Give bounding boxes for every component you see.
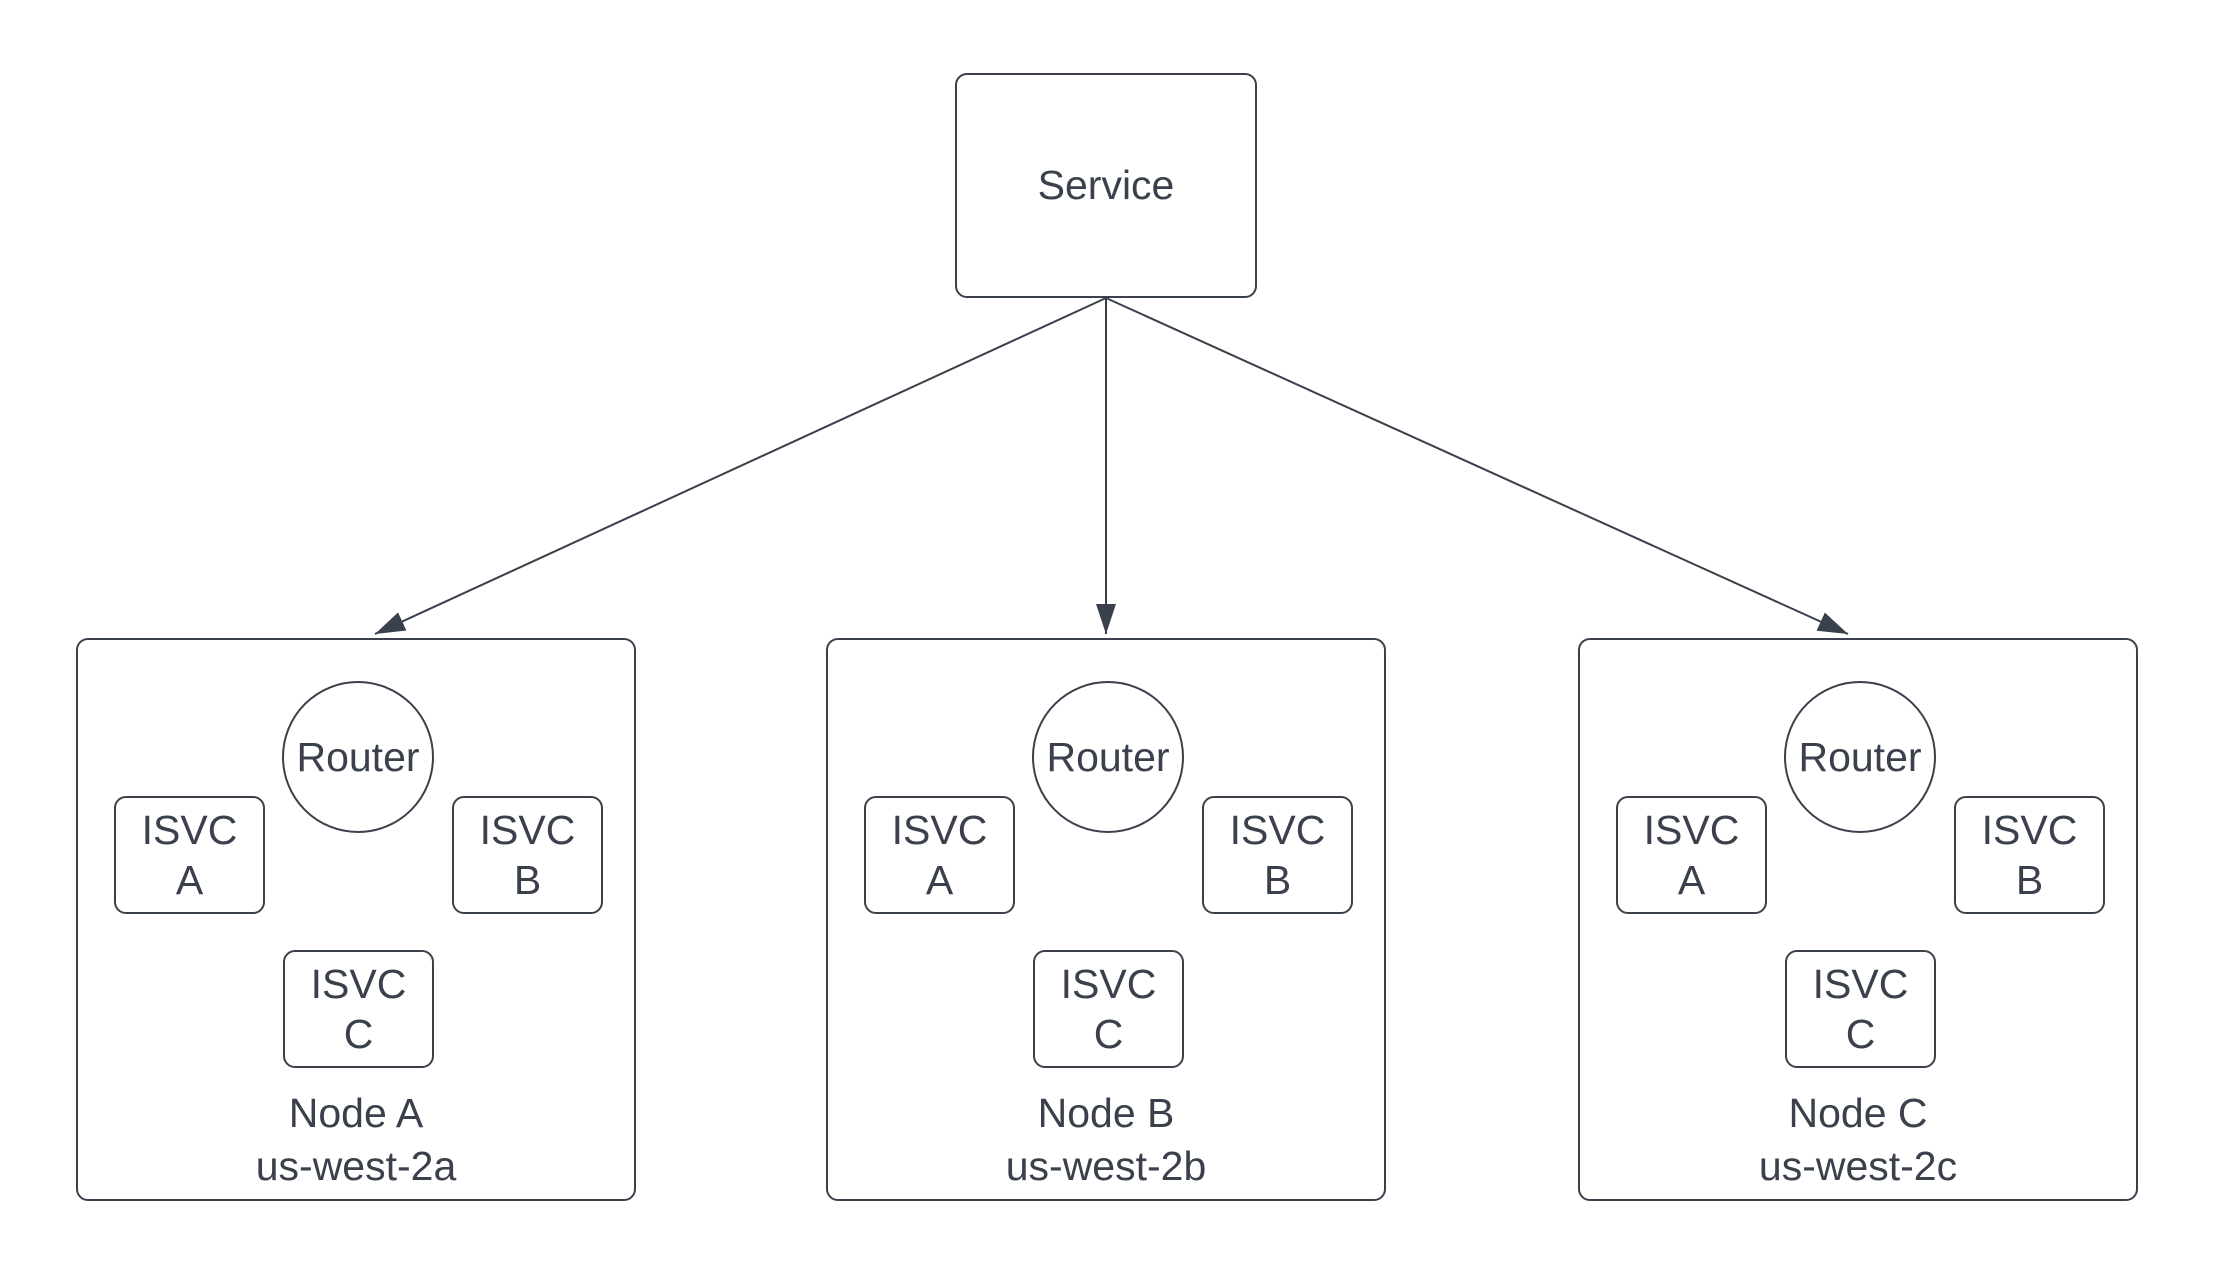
isvc-label-line: A <box>175 857 204 903</box>
isvc-box-c: ISVC C <box>1785 950 1936 1068</box>
router-circle: Router <box>1032 681 1184 833</box>
node-box-c: Router ISVC A ISVC B ISVC C Node C us-we… <box>1578 638 2138 1201</box>
isvc-box-a: ISVC A <box>864 796 1015 914</box>
isvc-label-line: A <box>925 857 954 903</box>
isvc-label-line: ISVC <box>1981 807 2078 853</box>
isvc-label-line: C <box>1093 1011 1124 1057</box>
isvc-box-c: ISVC C <box>1033 950 1184 1068</box>
isvc-box-b: ISVC B <box>1202 796 1353 914</box>
isvc-label-line: A <box>1677 857 1706 903</box>
router-label: Router <box>1046 733 1170 780</box>
node-name: Node C <box>1788 1090 1928 1136</box>
isvc-box-a: ISVC A <box>1616 796 1767 914</box>
node-label: Node A us-west-2a <box>78 1087 634 1193</box>
node-box-b: Router ISVC A ISVC B ISVC C Node B us-we… <box>826 638 1386 1201</box>
node-label: Node B us-west-2b <box>828 1087 1384 1193</box>
isvc-label-line: C <box>1845 1011 1876 1057</box>
isvc-label-line: C <box>343 1011 374 1057</box>
router-circle: Router <box>282 681 434 833</box>
router-label: Router <box>1798 733 1922 780</box>
isvc-label-line: ISVC <box>1229 807 1326 853</box>
node-name: Node B <box>1037 1090 1175 1136</box>
isvc-box-c: ISVC C <box>283 950 434 1068</box>
isvc-label-line: B <box>513 857 542 903</box>
node-zone: us-west-2a <box>255 1143 457 1189</box>
isvc-label-line: ISVC <box>1643 807 1740 853</box>
node-zone: us-west-2c <box>1758 1143 1958 1189</box>
service-label: Service <box>1037 162 1175 208</box>
isvc-label-line: ISVC <box>310 961 407 1007</box>
isvc-label-line: B <box>2015 857 2044 903</box>
isvc-box-b: ISVC B <box>1954 796 2105 914</box>
isvc-label-line: B <box>1263 857 1292 903</box>
arrow-service-to-node-c <box>1105 297 1849 635</box>
arrow-service-to-node-a <box>374 297 1107 635</box>
isvc-box-b: ISVC B <box>452 796 603 914</box>
node-label: Node C us-west-2c <box>1580 1087 2136 1193</box>
isvc-label-line: ISVC <box>1060 961 1157 1007</box>
isvc-box-a: ISVC A <box>114 796 265 914</box>
isvc-label-line: ISVC <box>479 807 576 853</box>
node-box-a: Router ISVC A ISVC B ISVC C Node A us-we… <box>76 638 636 1201</box>
isvc-label-line: ISVC <box>141 807 238 853</box>
node-zone: us-west-2b <box>1005 1143 1207 1189</box>
isvc-label-line: ISVC <box>891 807 988 853</box>
router-label: Router <box>296 733 420 780</box>
node-name: Node A <box>288 1090 424 1136</box>
isvc-label-line: ISVC <box>1812 961 1909 1007</box>
service-box: Service <box>955 73 1257 298</box>
router-circle: Router <box>1784 681 1936 833</box>
